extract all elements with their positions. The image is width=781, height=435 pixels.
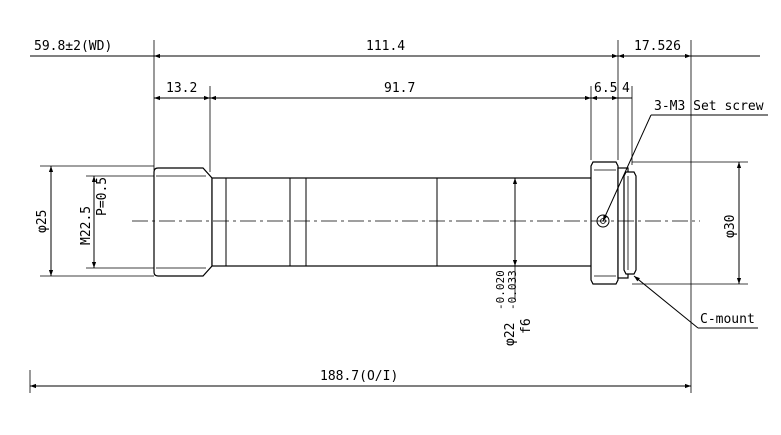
lens-body	[153, 161, 637, 285]
set-screw-leader	[602, 114, 768, 222]
total-dimension: 188.7(O/I)	[320, 369, 398, 384]
tube-tol-upper: -0.020	[494, 270, 507, 310]
flange-back-dimension: 17.526	[634, 39, 681, 54]
tube-tol-lower: -0.033	[506, 270, 519, 310]
c-mount-callout: C-mount	[700, 312, 755, 327]
front-length-dimension: 13.2	[166, 81, 197, 96]
body-length-dimension: 111.4	[366, 39, 405, 54]
thread-label: M22.5	[79, 206, 94, 245]
rear-diameter-label: φ30	[723, 215, 738, 238]
c-mount-leader	[633, 275, 758, 329]
tube-length-dimension: 91.7	[384, 81, 415, 96]
thread-pitch-label: P=0.5	[95, 177, 110, 216]
tube-diameter-label: φ22	[503, 323, 518, 346]
rear-ring-dimension: 6.5	[594, 81, 617, 96]
rear-step-dimension: 4	[622, 81, 630, 96]
set-screw-callout: 3-M3 Set screw	[654, 99, 764, 114]
tube-fit-label: f6	[519, 318, 534, 334]
wd-dimension: 59.8±2(WD)	[34, 39, 112, 54]
left-diameter-dims	[40, 165, 154, 277]
front-diameter-label: φ25	[35, 210, 50, 233]
right-diameter-dims	[632, 161, 748, 285]
